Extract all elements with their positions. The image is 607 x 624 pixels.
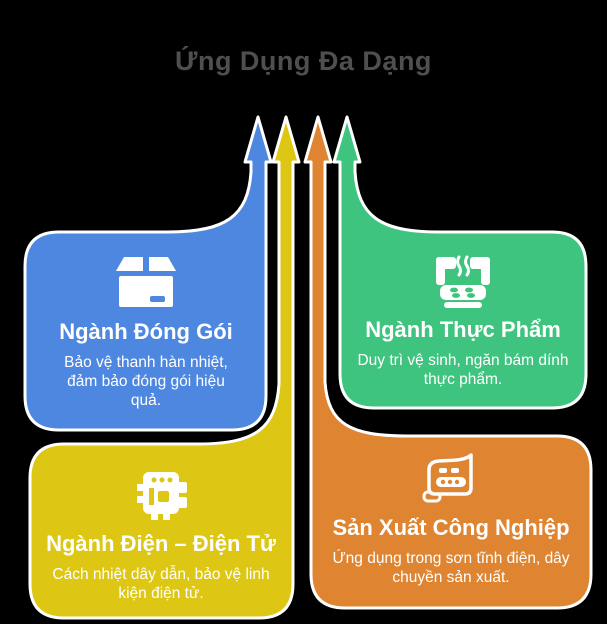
conveyor-icon [419,450,483,506]
electronics-card-title: Ngành Điện – Điện Tử [46,531,276,556]
industrial-card: Sản Xuất Công Nghiệp Ứng dụng trong sơn … [331,450,571,587]
food-card-description: Duy trì vệ sinh, ngăn bám dính thực phẩm… [357,352,569,389]
industrial-card-title: Sản Xuất Công Nghiệp [332,515,570,540]
electronics-card: Ngành Điện – Điện Tử Cách nhiệt dây dẫn,… [40,466,282,603]
industrial-card-arrow-shape [303,115,593,610]
packaging-card-description: Bảo vệ thanh hàn nhiệt, đảm bảo đóng gói… [64,354,228,410]
food-card-title: Ngành Thực Phẩm [365,317,561,342]
electronics-card-arrow-shape [28,115,301,620]
packaging-card-title: Ngành Đóng Gói [59,319,233,344]
grill-icon [431,252,495,308]
chip-icon [129,466,193,522]
packaging-card-arrow-shape [23,115,273,432]
industrial-card-description: Ứng dụng trong sơn tĩnh điện, dây chuyền… [332,550,570,587]
package-icon [114,254,178,310]
food-card: Ngành Thực Phẩm Duy trì vệ sinh, ngăn bá… [352,252,574,389]
packaging-card: Ngành Đóng Gói Bảo vệ thanh hàn nhiệt, đ… [40,254,252,411]
electronics-card-description: Cách nhiệt dây dẫn, bảo vệ linh kiện điệ… [52,566,270,603]
page-title: Ứng Dụng Đa Dạng [175,46,432,76]
food-card-arrow-shape [332,115,588,410]
